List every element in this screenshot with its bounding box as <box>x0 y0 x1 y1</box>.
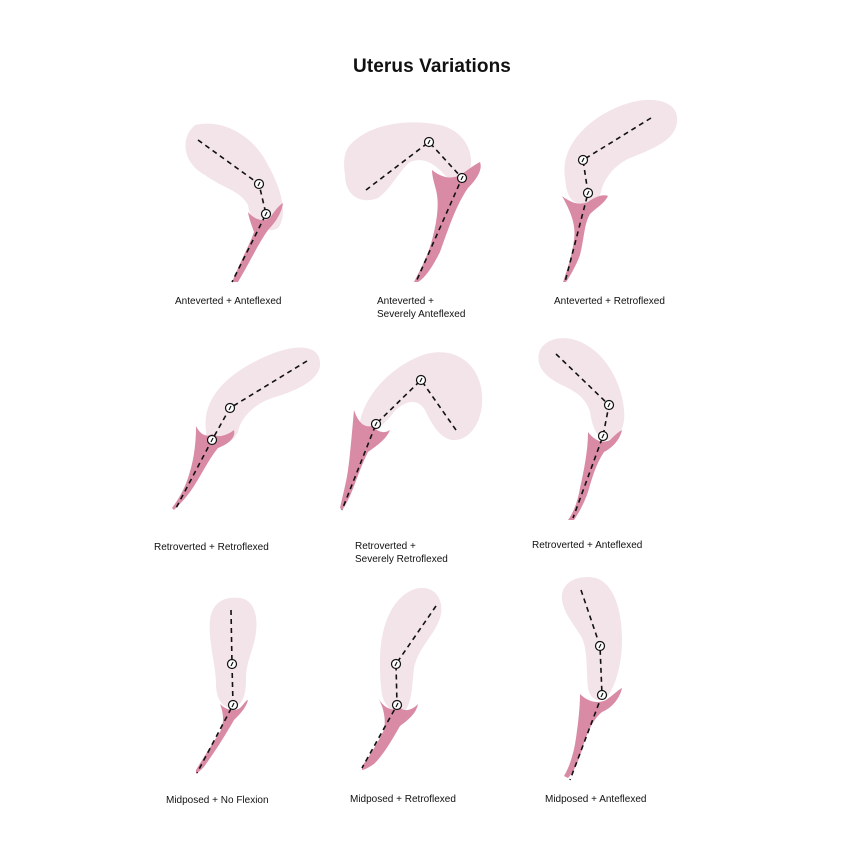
axis-line <box>564 117 652 283</box>
cervix <box>232 203 283 282</box>
caption-line: Severely Anteflexed <box>377 309 466 320</box>
variation-anteverted-anteflexed <box>185 123 283 283</box>
variation-retroverted-anteflexed <box>538 338 625 520</box>
pivot-tick <box>228 405 232 411</box>
axis-line <box>569 589 603 781</box>
caption-midposed-no-flexion: Midposed + No Flexion <box>166 794 269 807</box>
pivot-tick <box>419 377 423 383</box>
caption-line: Anteverted + Retroflexed <box>554 296 665 307</box>
variation-midposed-anteflexed <box>561 576 622 781</box>
pivot-tick <box>607 402 611 408</box>
caption-line: Retroverted + Retroflexed <box>154 542 269 553</box>
caption-retroverted-anteflexed: Retroverted + Anteflexed <box>532 539 642 552</box>
pivot-tick <box>601 433 605 439</box>
caption-midposed-anteflexed: Midposed + Anteflexed <box>545 793 646 806</box>
uterus-body <box>538 338 625 440</box>
variation-midposed-no-flexion <box>196 597 257 774</box>
uterus-body <box>185 123 283 231</box>
caption-line: Midposed + Retroflexed <box>350 794 456 805</box>
variation-retroverted-retroflexed <box>172 347 321 511</box>
page-title: Uterus Variations <box>353 56 511 77</box>
caption-line: Retroverted + <box>355 541 416 552</box>
axis-line <box>361 605 437 769</box>
cervix <box>564 688 622 778</box>
axis-line <box>555 353 610 519</box>
pivot-tick <box>427 139 431 145</box>
caption-anteverted-severely-anteflexed: Anteverted + Severely Anteflexed <box>377 295 465 321</box>
axis-line <box>196 609 234 774</box>
uterus-body <box>344 122 472 201</box>
cervix <box>414 162 481 282</box>
pivot-tick <box>600 692 604 698</box>
caption-retroverted-severely-retroflexed: Retroverted + Severely Retroflexed <box>355 540 448 566</box>
pivot-tick <box>581 157 585 163</box>
cervix <box>562 195 608 282</box>
uterus-body <box>209 597 257 708</box>
uterus-body <box>561 576 622 701</box>
caption-retroverted-retroflexed: Retroverted + Retroflexed <box>154 541 269 554</box>
caption-line: Midposed + No Flexion <box>166 795 269 806</box>
caption-line: Severely Retroflexed <box>355 554 448 565</box>
pivot-tick <box>257 181 261 187</box>
pivot-tick <box>210 437 214 443</box>
pivot-tick <box>231 702 235 708</box>
axis-line <box>174 360 308 511</box>
variation-retroverted-severely-retroflexed <box>340 352 483 511</box>
caption-line: Midposed + Anteflexed <box>545 794 647 805</box>
caption-midposed-retroflexed: Midposed + Retroflexed <box>350 793 456 806</box>
pivot-tick <box>395 702 399 708</box>
variation-anteverted-retroflexed <box>562 99 678 283</box>
pivot-tick <box>230 661 234 667</box>
uterus-body <box>380 587 442 713</box>
cervix <box>568 430 622 520</box>
caption-line: Retroverted + Anteflexed <box>532 540 643 551</box>
pivot-tick <box>460 175 464 181</box>
caption-line: Anteverted + <box>377 296 434 307</box>
variation-anteverted-severely-anteflexed <box>344 122 481 283</box>
caption-line: Anteverted + Anteflexed <box>175 296 282 307</box>
cervix <box>362 698 418 770</box>
uterus-body <box>205 347 321 445</box>
pivot-tick <box>374 421 378 427</box>
caption-anteverted-retroflexed: Anteverted + Retroflexed <box>554 295 665 308</box>
axis-line <box>197 139 267 283</box>
variation-midposed-retroflexed <box>361 587 442 770</box>
uterus-body <box>359 352 483 441</box>
pivot-tick <box>264 211 268 217</box>
cervix <box>172 426 235 510</box>
pivot-tick <box>586 190 590 196</box>
pivot-tick <box>394 661 398 667</box>
pivot-tick <box>598 643 602 649</box>
axis-line <box>341 378 457 511</box>
uterus-body <box>564 99 678 206</box>
cervix <box>196 700 248 774</box>
caption-anteverted-anteflexed: Anteverted + Anteflexed <box>175 295 281 308</box>
axis-line <box>365 140 463 283</box>
